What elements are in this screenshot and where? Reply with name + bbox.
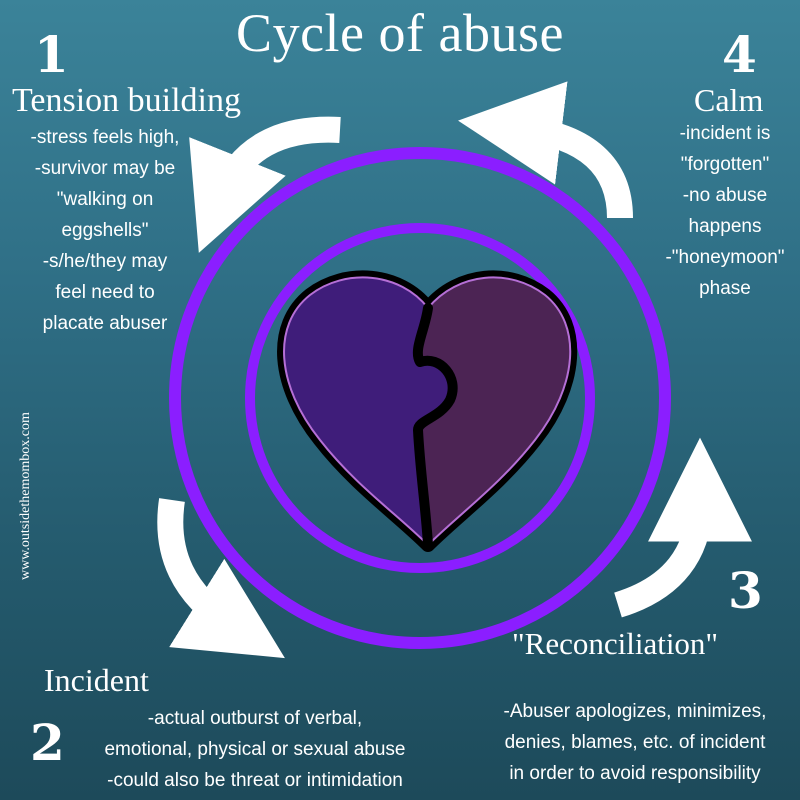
stage-3-number: 3	[728, 561, 763, 620]
stage-4-title: Calm	[694, 82, 764, 118]
stage-1-line: placate abuser	[42, 313, 168, 334]
stage-2-number: 2	[30, 713, 65, 772]
stage-2-line: -actual outburst of verbal,	[147, 708, 363, 729]
stage-3-line: -Abuser apologizes, minimizes,	[503, 701, 767, 722]
curved-arrow-icon	[157, 498, 285, 659]
stage-4-number: 4	[722, 25, 757, 84]
stage-1-line: "walking on	[56, 189, 154, 210]
stage-2-title: Incident	[44, 662, 149, 698]
stage-1-line: -stress feels high,	[30, 127, 180, 148]
stage-1-line: feel need to	[55, 282, 155, 303]
stage-1-line: -survivor may be	[34, 158, 176, 179]
curved-arrow-icon	[189, 116, 341, 253]
curved-arrow-icon	[613, 437, 752, 618]
stage-1-line: eggshells"	[61, 220, 149, 241]
stage-2-description: -actual outburst of verbal, emotional, p…	[80, 703, 430, 796]
website-watermark: www.outsidethemombox.com	[18, 412, 33, 580]
stage-2-line: emotional, physical or sexual abuse	[104, 739, 406, 760]
stage-4-description: -incident is "forgotten" -no abuse happe…	[650, 118, 800, 304]
heart-puzzle-icon	[277, 270, 578, 552]
stage-4-line: -incident is	[679, 123, 771, 144]
page-title: Cycle of abuse	[236, 3, 564, 63]
stage-3-line: in order to avoid responsibility	[509, 763, 761, 784]
stage-3-line: denies, blames, etc. of incident	[504, 732, 766, 753]
outer-ring	[169, 147, 671, 649]
stage-1-description: -stress feels high, -survivor may be "wa…	[10, 122, 200, 339]
curved-arrow-icon	[458, 81, 633, 219]
stage-4-line: -no abuse	[682, 185, 768, 206]
stage-4-line: phase	[699, 278, 751, 299]
stage-4-line: happens	[688, 216, 762, 237]
inner-ring	[245, 223, 595, 573]
stage-3-title: "Reconciliation"	[512, 626, 719, 661]
stage-4-line: -"honeymoon"	[665, 247, 785, 268]
stage-4-line: "forgotten"	[680, 154, 770, 175]
stage-1-number: 1	[34, 25, 69, 84]
stage-2-line: -could also be threat or intimidation	[107, 770, 403, 791]
stage-3-description: -Abuser apologizes, minimizes, denies, b…	[480, 696, 790, 789]
stage-1-line: -s/he/they may	[42, 251, 168, 272]
stage-1-title: Tension building	[12, 82, 242, 119]
